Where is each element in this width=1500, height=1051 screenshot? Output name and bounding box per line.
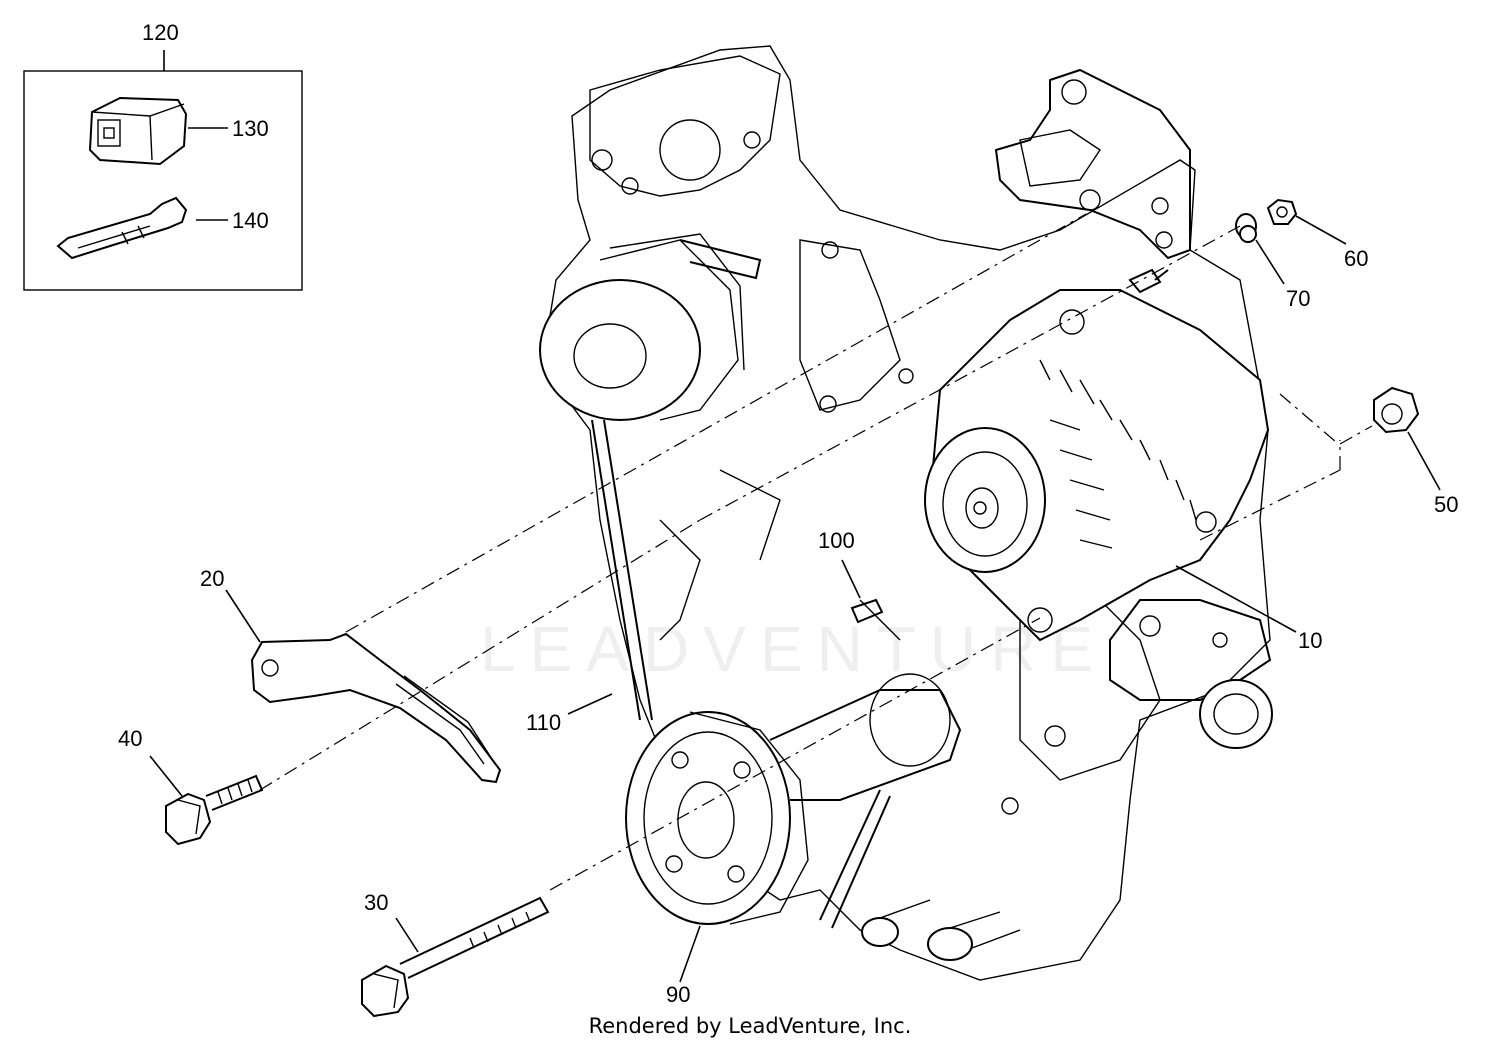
- bolt-30-part: [361, 896, 550, 1018]
- leadventure-watermark: LEADVENTURE: [480, 613, 1107, 685]
- callout-40[interactable]: 40: [118, 726, 143, 751]
- callout-120[interactable]: 120: [142, 20, 179, 45]
- assembly-lines: [259, 213, 1373, 891]
- washer-70-part: [1235, 213, 1257, 243]
- crankshaft-pulley-part: [625, 673, 962, 925]
- callout-130[interactable]: 130: [232, 116, 269, 141]
- water-pump-pulley: [539, 233, 762, 421]
- callout-70[interactable]: 70: [1286, 286, 1311, 311]
- callout-100[interactable]: 100: [818, 528, 855, 553]
- callout-140[interactable]: 140: [232, 208, 269, 233]
- lower-pipes: [861, 899, 1021, 961]
- callout-30[interactable]: 30: [364, 890, 389, 915]
- callout-50[interactable]: 50: [1434, 492, 1459, 517]
- engine-block: [545, 45, 1271, 981]
- callout-10[interactable]: 10: [1298, 628, 1323, 653]
- connector-housing-part: [88, 96, 228, 166]
- callout-60[interactable]: 60: [1344, 246, 1369, 271]
- leader-lines: [149, 215, 1441, 983]
- callout-110[interactable]: 110: [526, 710, 562, 735]
- connector-kit-box: [23, 50, 303, 291]
- key-part: [850, 598, 884, 624]
- water-outlet-housing: [1109, 599, 1273, 749]
- nut-50-part: [1373, 386, 1420, 434]
- alternator-part: [924, 268, 1270, 642]
- terminal-part: [56, 196, 228, 260]
- mounting-bracket-top: [994, 68, 1191, 260]
- callout-20[interactable]: 20: [200, 566, 225, 591]
- adjusting-bracket-part: [250, 632, 502, 784]
- v-belt-part: [591, 419, 891, 929]
- bolt-40-part: [165, 774, 264, 846]
- footer-credit: Rendered by LeadVenture, Inc.: [588, 1014, 912, 1038]
- callout-90[interactable]: 90: [666, 982, 691, 1007]
- nut-60-part: [1266, 198, 1298, 225]
